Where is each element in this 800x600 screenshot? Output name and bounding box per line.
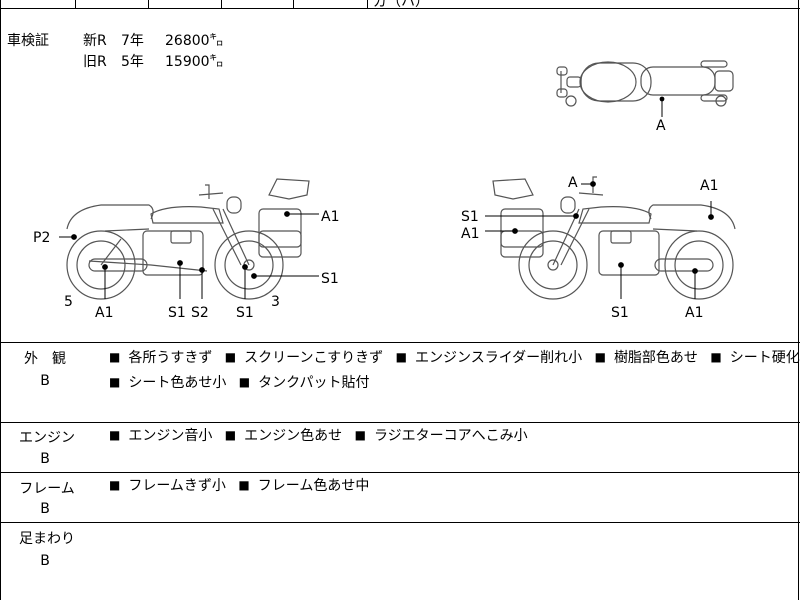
mark-left-s1-b: S1 [236, 305, 254, 321]
section-engine-items: エンジン音小 エンジン色あせ ラジエターコアへこみ小 [109, 424, 536, 449]
inspection-kind: 新R [83, 33, 107, 49]
mark-left-s2: S2 [191, 305, 209, 321]
mark-left-3: 3 [271, 294, 280, 310]
mark-left-5: 5 [64, 294, 73, 310]
mark-left-leaders [59, 211, 319, 299]
mark-right-a1-bottom: A1 [685, 305, 703, 321]
section-divider [1, 522, 800, 523]
motorcycle-top-view-icon [556, 60, 734, 107]
mark-left-p2: P2 [33, 230, 50, 246]
section-frame-label: フレーム [19, 481, 75, 497]
section-frame-items: フレームきず小 フレーム色あせ中 [109, 474, 377, 499]
top-fragment-text: ガ（ハ） [373, 0, 429, 10]
mark-right-leaders [485, 181, 714, 299]
mark-right-s1: S1 [461, 209, 479, 225]
list-item: フレームきず小 [109, 478, 226, 494]
mark-right-a1-mid: A1 [461, 226, 479, 242]
mark-left-a1-bottom: A1 [95, 305, 113, 321]
inspection-row-old: 旧R 5年 15900㌔ [7, 52, 245, 73]
inspection-label: 車検証 [7, 33, 49, 49]
mark-left-s1-right: S1 [321, 271, 339, 287]
list-item: 樹脂部色あせ [595, 350, 698, 366]
mark-left-s1-a: S1 [168, 305, 186, 321]
mark-left-a1-top: A1 [321, 209, 339, 225]
list-item: スクリーンこすりきず [225, 350, 383, 366]
motorcycle-right-view-icon [492, 176, 736, 300]
mark-right-s1-bottom: S1 [611, 305, 629, 321]
section-suspension-label: 足まわり [19, 531, 75, 547]
section-exterior-label: 外 観 [24, 351, 66, 367]
list-item: フレーム色あせ中 [238, 478, 370, 494]
list-item: タンクパット貼付 [239, 375, 369, 391]
section-frame-grade: B [40, 501, 50, 517]
section-exterior-items: 各所うすきず スクリーンこすりきず エンジンスライダー削れ小 樹脂部色あせ シー… [109, 346, 800, 396]
section-divider [1, 342, 800, 343]
list-item: 各所うすきず [109, 350, 212, 366]
inspection-years: 5年 [121, 54, 144, 70]
section-exterior-grade: B [40, 373, 50, 389]
inspection-years: 7年 [121, 33, 144, 49]
section-engine-grade: B [40, 451, 50, 467]
inspection-row-new: 車検証 新R 7年 26800㌔ [7, 31, 245, 52]
inspection-mileage: 26800㌔ [165, 33, 224, 49]
list-item: エンジン音小 [109, 428, 212, 444]
damage-diagram: A A1 P2 S1 5 3 A1 S1 S2 S1 A A1 S1 A1 S1… [1, 9, 800, 342]
top-table-fragment: ガ（ハ） [1, 0, 800, 10]
list-item: ラジエターコアへこみ小 [355, 428, 528, 444]
section-engine-label: エンジン [19, 430, 75, 446]
mark-top-a: A [656, 118, 666, 134]
section-suspension-grade: B [40, 553, 50, 569]
section-divider [1, 472, 800, 473]
list-item: エンジンスライダー削れ小 [396, 350, 582, 366]
inspection-certificate: 車検証 新R 7年 26800㌔ 旧R 5年 15900㌔ [7, 31, 245, 73]
inspection-kind: 旧R [83, 54, 107, 70]
list-item: シート硬化小 [710, 350, 800, 366]
mark-right-a-top: A [568, 175, 578, 191]
list-item: シート色あせ小 [109, 375, 226, 391]
motorcycle-diagram: A A1 P2 S1 5 3 A1 S1 S2 S1 A A1 S1 A1 S1… [33, 60, 736, 321]
list-item: エンジン色あせ [225, 428, 342, 444]
mark-right-a1-top: A1 [700, 178, 718, 194]
motorcycle-left-view-icon [66, 178, 310, 300]
section-divider [1, 422, 800, 423]
inspection-mileage: 15900㌔ [165, 54, 224, 70]
mark-top-a-leader [659, 96, 665, 117]
